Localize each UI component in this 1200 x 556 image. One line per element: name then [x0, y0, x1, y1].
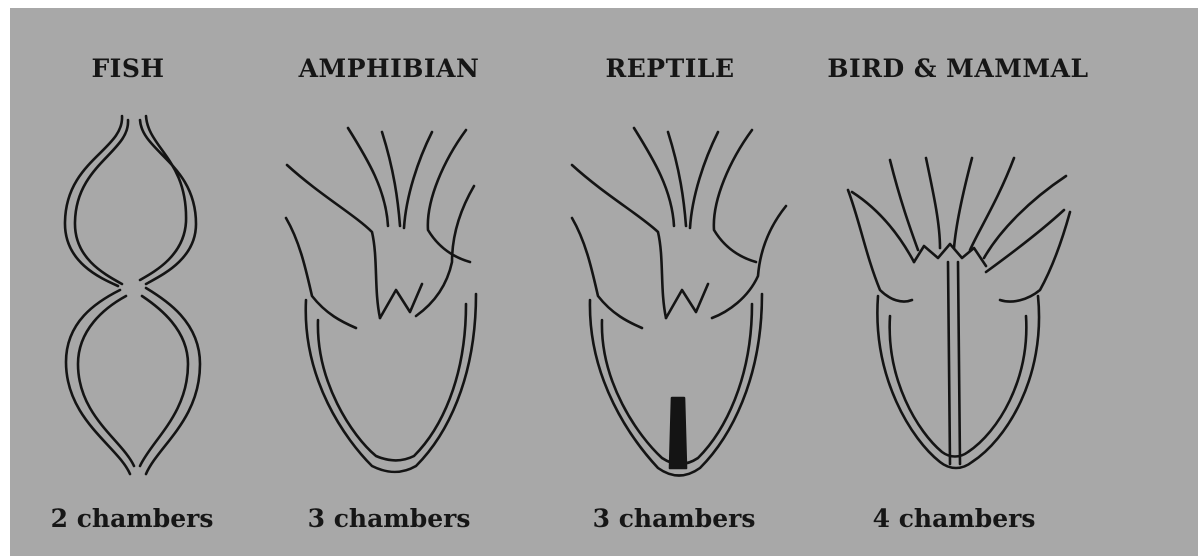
reptile-heart-drawing [572, 128, 786, 476]
amphibian-heart-drawing [286, 128, 476, 472]
bird-mammal-heart-drawing [848, 158, 1070, 468]
fish-heart-drawing [65, 116, 200, 474]
